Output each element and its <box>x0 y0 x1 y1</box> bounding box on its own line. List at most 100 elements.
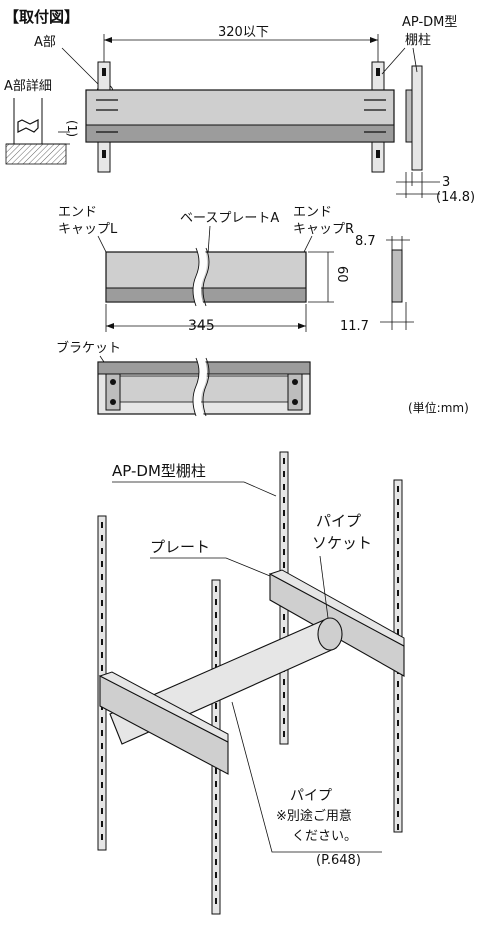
dim-3: 3 <box>442 175 450 190</box>
post-slot <box>101 665 103 671</box>
post-slot <box>283 692 285 698</box>
post-slot <box>397 811 399 817</box>
post-slot <box>397 785 399 791</box>
post-slot <box>283 523 285 529</box>
post-slot <box>397 629 399 635</box>
post-slot <box>215 638 217 644</box>
post-slot <box>397 759 399 765</box>
post-slot <box>397 590 399 596</box>
a-detail-drawing <box>5 98 70 165</box>
bracket-view: ブラケット (単位:mm) <box>56 340 469 418</box>
post-slot <box>101 769 103 775</box>
post-slot <box>101 756 103 762</box>
post-slot <box>397 564 399 570</box>
post-slot <box>101 548 103 554</box>
post-slot <box>215 859 217 865</box>
post-slot <box>397 772 399 778</box>
post-slot <box>101 717 103 723</box>
post-slot <box>215 703 217 709</box>
label-post-line1: AP-DM型 <box>402 15 457 30</box>
label-a-detail: A部詳細 <box>4 78 52 94</box>
post-slot <box>283 510 285 516</box>
post-slot <box>215 768 217 774</box>
post-slot <box>215 599 217 605</box>
label-socket-line2: ソケット <box>312 534 372 552</box>
post-slot <box>215 846 217 852</box>
post-slot <box>397 707 399 713</box>
post-slot <box>101 626 103 632</box>
post-slot <box>397 577 399 583</box>
post-slot <box>397 486 399 492</box>
page-ref: (P.648) <box>316 853 361 868</box>
post-slot <box>397 499 399 505</box>
label-end-cap-l-1: エンド <box>58 205 97 220</box>
post-slot <box>397 733 399 739</box>
label-a: A部 <box>34 35 56 50</box>
post-slot <box>283 484 285 490</box>
post-slot <box>215 716 217 722</box>
post-slot <box>101 613 103 619</box>
post-slot <box>397 551 399 557</box>
dim-1: (1) <box>65 120 79 137</box>
post-slot <box>215 807 217 813</box>
post-slot <box>283 536 285 542</box>
post-slot <box>397 603 399 609</box>
post-slot <box>101 808 103 814</box>
post-slot <box>101 834 103 840</box>
post-slot <box>215 794 217 800</box>
post-slot <box>101 522 103 528</box>
label-post-line2: 棚柱 <box>405 33 431 48</box>
post-slot <box>215 586 217 592</box>
post-slot <box>283 562 285 568</box>
label-bracket: ブラケット <box>56 340 121 356</box>
pipe-socket <box>317 617 343 651</box>
post-slot <box>283 731 285 737</box>
plate-side-profile <box>391 249 403 303</box>
dim-width: 320以下 <box>218 25 269 40</box>
post-slot <box>397 746 399 752</box>
post-slot <box>101 535 103 541</box>
dim-11-7: 11.7 <box>340 319 369 334</box>
post-slot <box>283 614 285 620</box>
post-slot <box>101 782 103 788</box>
post-slot <box>101 795 103 801</box>
label-assembly-post: AP-DM型棚柱 <box>112 462 206 480</box>
dim-14-8: (14.8) <box>436 190 475 205</box>
dim-60: 60 <box>334 266 349 283</box>
post-slot <box>101 574 103 580</box>
post-slot <box>101 561 103 567</box>
post-slot <box>397 824 399 830</box>
post-slot <box>215 651 217 657</box>
post-side <box>411 65 423 171</box>
post-slot <box>215 781 217 787</box>
post-slot <box>215 833 217 839</box>
post-slot <box>101 600 103 606</box>
post-slot <box>397 694 399 700</box>
note-line1: ※別途ご用意 <box>276 808 352 824</box>
post-slot <box>215 612 217 618</box>
post-slot <box>283 705 285 711</box>
post-slot <box>397 681 399 687</box>
note-line2: ください。 <box>292 829 357 844</box>
post-slot <box>101 821 103 827</box>
post-slot <box>101 652 103 658</box>
label-pipe: パイプ <box>290 788 332 804</box>
dim-8-7: 8.7 <box>355 234 376 249</box>
unit-label: (単位:mm) <box>408 400 469 415</box>
diagram-title: 【取付図】 <box>4 8 79 26</box>
post-slot <box>397 538 399 544</box>
post-slot <box>397 616 399 622</box>
top-view: A部 A部詳細 (1) 320以下 <box>4 15 475 205</box>
post-slot <box>101 639 103 645</box>
leader-a <box>61 47 101 87</box>
post-slot <box>283 471 285 477</box>
dim-345: 345 <box>188 318 215 334</box>
label-base-plate: ベースプレートA <box>180 211 279 226</box>
post-slot <box>283 497 285 503</box>
post-slot <box>101 730 103 736</box>
post-slot <box>397 512 399 518</box>
label-plate: プレート <box>150 538 210 556</box>
post-slot <box>397 798 399 804</box>
post-slot <box>215 872 217 878</box>
